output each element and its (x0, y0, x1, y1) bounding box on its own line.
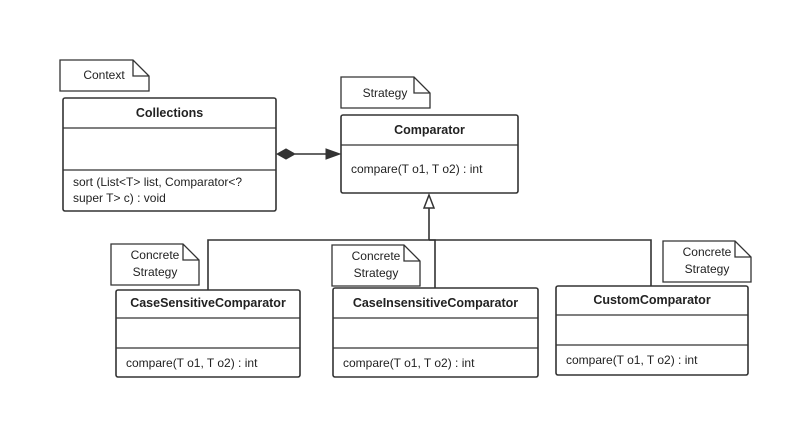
composition-diamond-icon (275, 148, 297, 160)
class-case-sensitive-op: compare(T o1, T o2) : int (126, 356, 258, 370)
edge-custom (429, 239, 652, 287)
class-case-sensitive-comparator[interactable]: CaseSensitiveComparator compare(T o1, T … (115, 289, 301, 378)
note-strategy-text: Strategy (363, 86, 408, 100)
class-comparator[interactable]: Comparator compare(T o1, T o2) : int (340, 114, 519, 194)
class-collections[interactable]: Collections sort (List<T> list, Comparat… (62, 97, 277, 212)
inheritance-connectors (207, 192, 652, 290)
note-concrete-1-line1: Concrete (131, 248, 180, 262)
class-case-insensitive-name: CaseInsensitiveComparator (353, 296, 518, 310)
class-custom-op: compare(T o1, T o2) : int (566, 353, 698, 367)
note-context-text: Context (83, 68, 125, 82)
edge-case-insensitive (429, 239, 436, 290)
class-case-insensitive-op: compare(T o1, T o2) : int (343, 356, 475, 370)
note-concrete-2-line2: Strategy (354, 266, 399, 280)
composition-connector (275, 148, 342, 160)
note-concrete-3-line2: Strategy (685, 262, 730, 276)
navigability-arrow-icon (325, 148, 342, 160)
edge-case-sensitive (207, 239, 429, 290)
class-collections-op-line2: super T> c) : void (73, 191, 166, 205)
note-concrete-3-line1: Concrete (683, 245, 732, 259)
note-context: Context (59, 59, 150, 92)
class-custom-comparator[interactable]: CustomComparator compare(T o1, T o2) : i… (555, 285, 749, 376)
class-case-sensitive-name: CaseSensitiveComparator (130, 296, 286, 310)
class-custom-name: CustomComparator (593, 293, 711, 307)
note-concrete-1-line2: Strategy (133, 265, 178, 279)
inheritance-arrowhead-icon (422, 192, 436, 209)
note-concrete-strategy-1: Concrete Strategy (110, 243, 200, 286)
note-concrete-strategy-3: Concrete Strategy (662, 240, 752, 283)
note-strategy: Strategy (340, 76, 431, 109)
class-comparator-name: Comparator (394, 123, 465, 137)
class-collections-op-line1: sort (List<T> list, Comparator<? (73, 175, 242, 189)
note-concrete-2-line1: Concrete (352, 249, 401, 263)
class-case-insensitive-comparator[interactable]: CaseInsensitiveComparator compare(T o1, … (332, 287, 539, 378)
note-concrete-strategy-2: Concrete Strategy (331, 244, 421, 287)
class-comparator-op: compare(T o1, T o2) : int (351, 162, 483, 176)
class-collections-name: Collections (136, 106, 203, 120)
